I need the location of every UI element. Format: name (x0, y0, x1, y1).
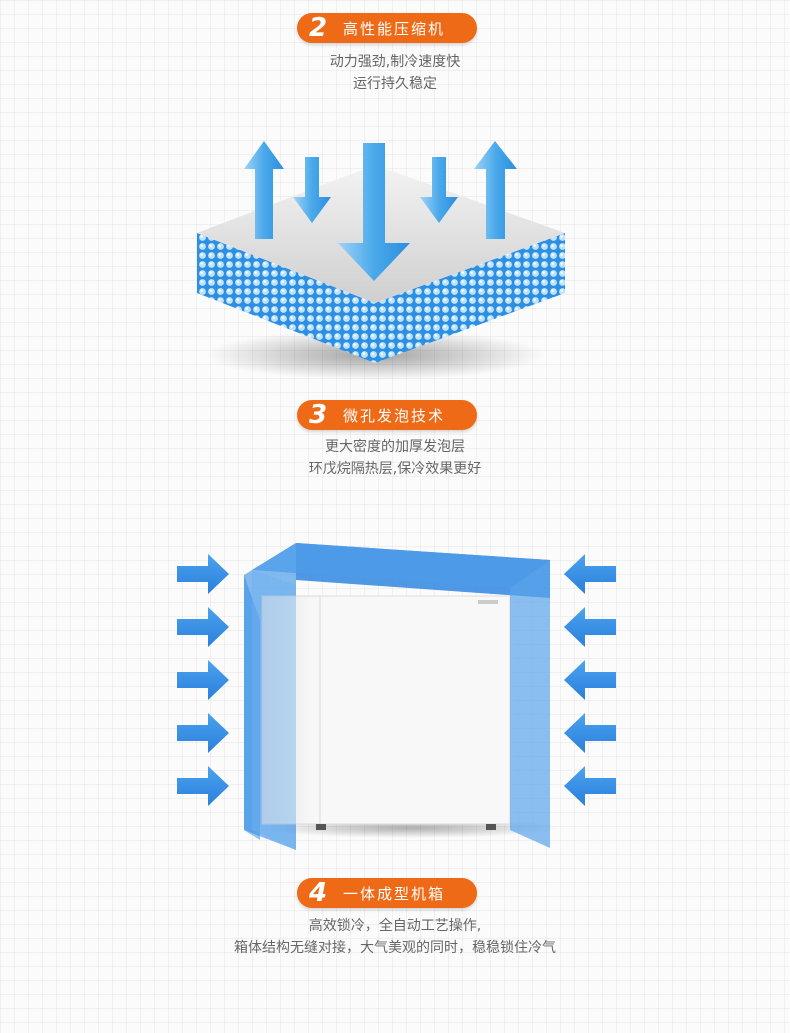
foam-layer-illustration (197, 141, 565, 380)
panel-front-left (244, 575, 260, 840)
panel-left-front (252, 570, 296, 850)
arrow-right-icon (177, 554, 229, 594)
description-line: 更大密度的加厚发泡层 (325, 439, 465, 455)
feature-number: 4 (309, 878, 328, 908)
description-line: 环戊烷隔热层,保冷效果更好 (308, 461, 482, 477)
arrow-left-icon (564, 766, 616, 806)
arrow-left-icon (564, 607, 616, 647)
feature-description-compressor: 动力强劲,制冷速度快 运行持久稳定 (0, 51, 790, 95)
foam-right-face (375, 233, 565, 363)
arrow-left-icon (564, 554, 616, 594)
right-arrows (564, 554, 616, 806)
arrow-right-icon (177, 660, 229, 700)
fridge-foot (486, 824, 496, 830)
panel-right (510, 560, 550, 848)
feature-title: 微孔发泡技术 (343, 406, 446, 425)
feature-title: 一体成型机箱 (343, 884, 446, 903)
feature-badge-compressor: 2 高性能压缩机 (297, 13, 477, 43)
description-line: 运行持久稳定 (353, 76, 437, 92)
feature-title: 高性能压缩机 (343, 19, 446, 38)
description-line: 箱体结构无缝对接，大气美观的同时，稳稳锁住冷气 (234, 940, 556, 956)
arrow-left-icon (564, 713, 616, 753)
fridge-door (319, 595, 511, 825)
fridge-foot (316, 824, 326, 830)
feature-badge-cabinet: 4 一体成型机箱 (297, 878, 477, 908)
arrow-left-icon (564, 660, 616, 700)
arrow-down-icon (293, 157, 331, 223)
feature-badge-foam: 3 微孔发泡技术 (297, 400, 477, 430)
arrow-right-icon (177, 713, 229, 753)
fridge-handle (478, 600, 498, 604)
arrow-down-large-icon (338, 143, 410, 281)
foam-left-face (197, 233, 375, 363)
arrow-right-icon (177, 607, 229, 647)
arrow-up-icon (474, 141, 517, 239)
left-arrows (177, 554, 229, 806)
panel-top (252, 543, 550, 588)
arrow-right-icon (177, 766, 229, 806)
feature-description-cabinet: 高效锁冷，全自动工艺操作, 箱体结构无缝对接，大气美观的同时，稳稳锁住冷气 (0, 915, 790, 959)
feature-description-foam: 更大密度的加厚发泡层 环戊烷隔热层,保冷效果更好 (0, 436, 790, 480)
description-line: 动力强劲,制冷速度快 (329, 54, 461, 70)
feature-number: 2 (309, 13, 328, 43)
feature-number: 3 (309, 400, 328, 430)
description-line: 高效锁冷，全自动工艺操作, (308, 918, 482, 934)
arrow-down-icon (420, 157, 458, 223)
cabinet-illustration (177, 543, 616, 850)
arrow-up-icon (244, 141, 284, 239)
